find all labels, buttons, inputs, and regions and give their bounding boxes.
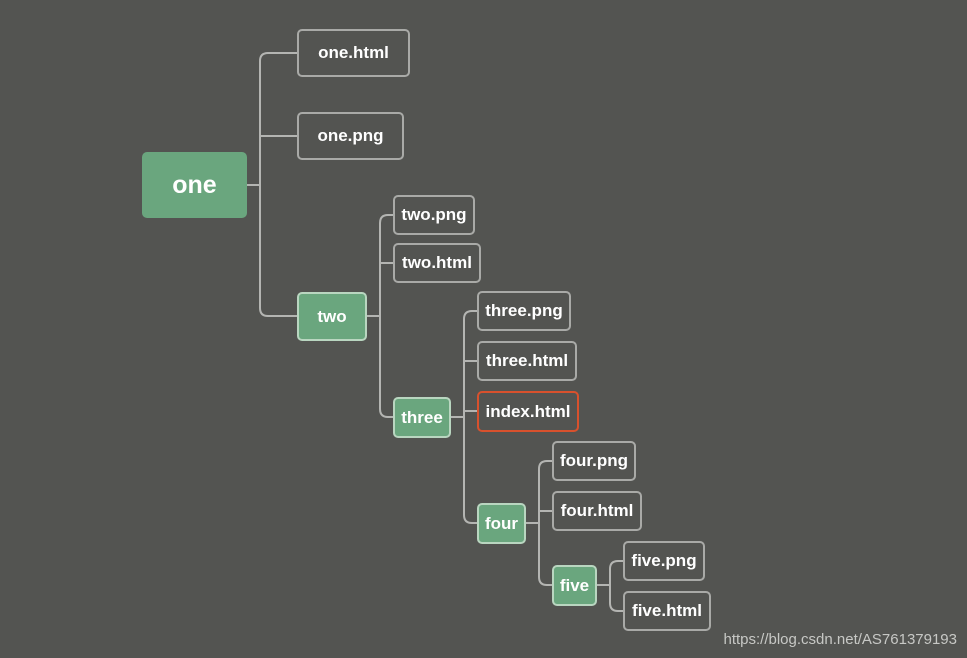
node-four-html[interactable]: four.html xyxy=(552,491,642,531)
node-four-png[interactable]: four.png xyxy=(552,441,636,481)
watermark-text: https://blog.csdn.net/AS761379193 xyxy=(723,631,957,648)
node-one-html[interactable]: one.html xyxy=(297,29,410,77)
connector-two-trunk xyxy=(379,214,395,418)
node-two-png[interactable]: two.png xyxy=(393,195,475,235)
node-one-png[interactable]: one.png xyxy=(297,112,404,160)
connector-four-trunk xyxy=(538,460,554,586)
node-three-png[interactable]: three.png xyxy=(477,291,571,331)
node-three-html[interactable]: three.html xyxy=(477,341,577,381)
connector-one-trunk xyxy=(259,52,299,317)
node-three[interactable]: three xyxy=(393,397,451,438)
node-index-html[interactable]: index.html xyxy=(477,391,579,432)
node-two-html[interactable]: two.html xyxy=(393,243,481,283)
node-four[interactable]: four xyxy=(477,503,526,544)
node-five-html[interactable]: five.html xyxy=(623,591,711,631)
node-two[interactable]: two xyxy=(297,292,367,341)
connector-five-trunk xyxy=(609,560,625,612)
connector-three-trunk xyxy=(463,310,479,524)
node-five[interactable]: five xyxy=(552,565,597,606)
node-one-root[interactable]: one xyxy=(142,152,247,218)
node-five-png[interactable]: five.png xyxy=(623,541,705,581)
